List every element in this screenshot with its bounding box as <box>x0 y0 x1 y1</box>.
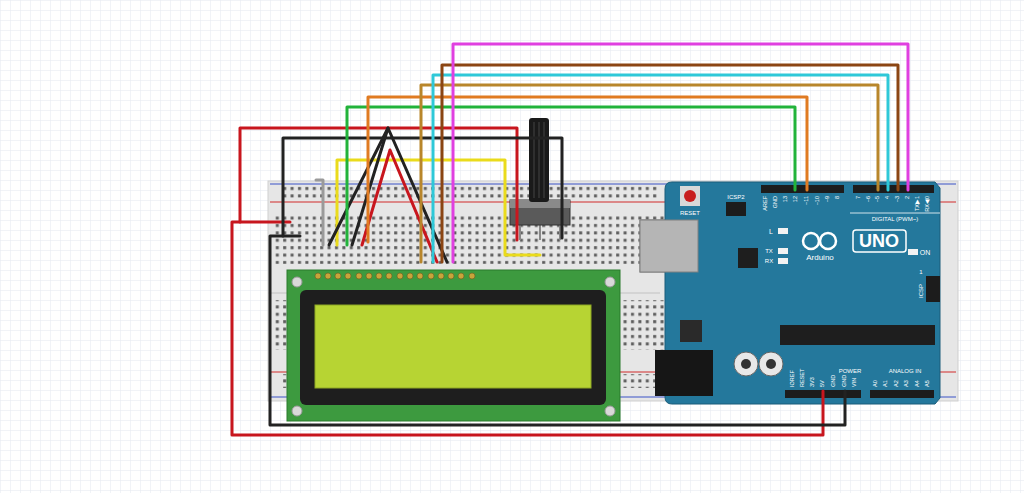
board-label: 2 <box>905 196 911 199</box>
lcd-module <box>287 270 620 421</box>
board-label: GND <box>842 375 848 387</box>
arduino-uno <box>640 182 940 404</box>
board-label: A0 <box>873 380 879 387</box>
board-label: 12 <box>793 196 799 202</box>
board-label: 7 <box>856 196 862 199</box>
board-label: TX▶1 <box>915 196 921 211</box>
board-label: RESET <box>800 369 806 387</box>
board-label: IOREF <box>790 370 796 387</box>
board-label: L <box>769 228 773 235</box>
board-label: TX <box>765 248 773 254</box>
board-label: RX◀0 <box>925 196 931 212</box>
board-label: A2 <box>894 380 900 387</box>
board-label: ANALOG IN <box>889 368 922 374</box>
board-label: ~11 <box>804 196 810 205</box>
board-label: 1 <box>919 269 922 275</box>
board-label: RESET <box>680 210 700 216</box>
board-label: ICSP <box>918 284 924 298</box>
board-label: GND <box>773 196 779 208</box>
board-label: 8 <box>835 196 841 199</box>
board-label: 3V3 <box>810 377 816 387</box>
board-label: ICSP2 <box>727 194 744 200</box>
board-label: GND <box>831 375 837 387</box>
board-label: ~5 <box>875 196 881 202</box>
board-label: DIGITAL (PWM~) <box>872 216 919 222</box>
board-label: AREF <box>763 196 769 211</box>
board-label: A4 <box>915 380 921 387</box>
board-label: 5V <box>820 380 826 387</box>
board-label: 4 <box>885 196 891 199</box>
board-label: ~10 <box>815 196 821 205</box>
board-label: A3 <box>904 380 910 387</box>
board-label: UNO <box>859 232 899 250</box>
board-label: Arduino <box>806 254 834 262</box>
wires <box>232 44 908 435</box>
board-label: A1 <box>883 380 889 387</box>
board-label: VIN <box>852 378 858 387</box>
board-label: ~3 <box>895 196 901 202</box>
board-label: ON <box>920 249 931 256</box>
board-label: POWER <box>839 368 862 374</box>
board-label: 13 <box>783 196 789 202</box>
board-label: RX <box>765 258 773 264</box>
board-label: ~6 <box>866 196 872 202</box>
board-label: A5 <box>925 380 931 387</box>
board-label: ~9 <box>825 196 831 202</box>
